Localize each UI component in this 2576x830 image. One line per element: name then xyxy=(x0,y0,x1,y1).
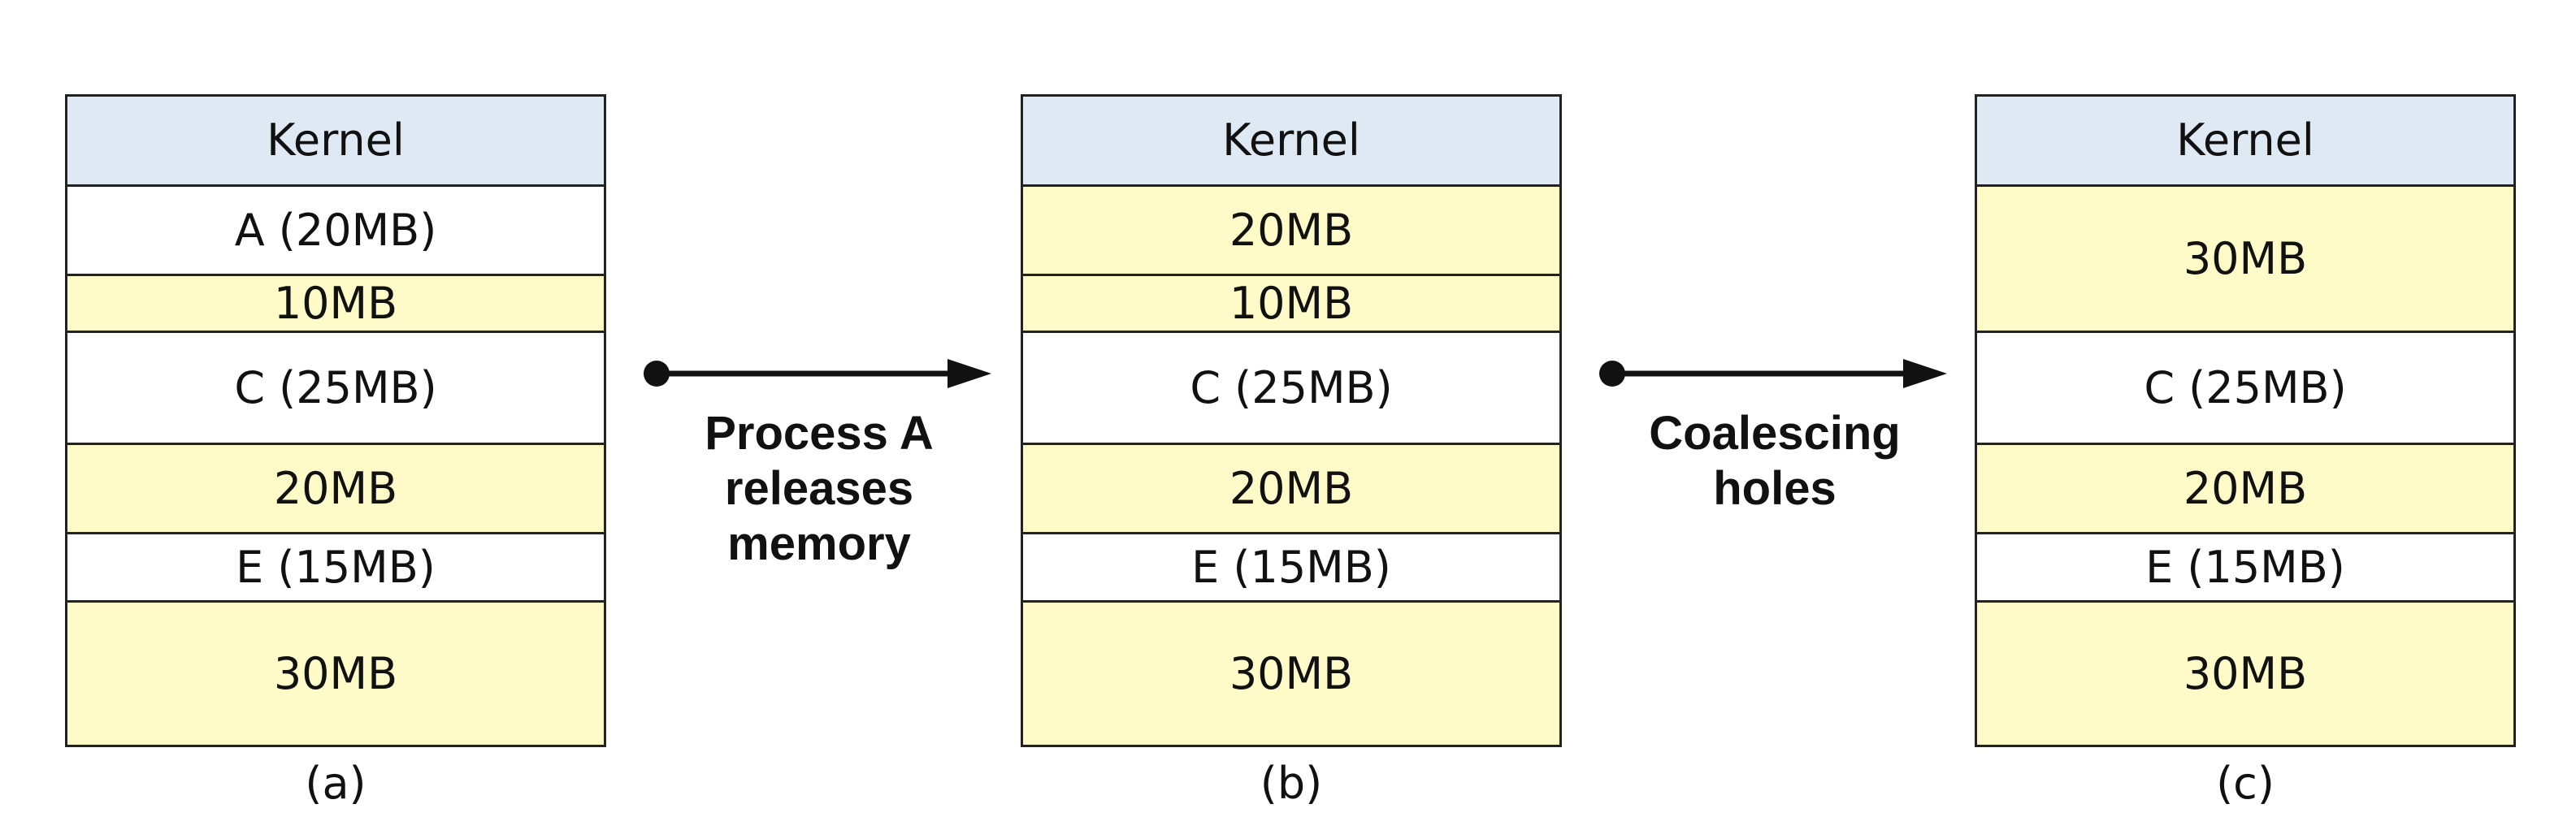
segment-hole: 10MB xyxy=(1023,274,1559,331)
memory-map-b: Kernel 20MB 10MB C (25MB) 20MB E (15MB) … xyxy=(1021,94,1562,747)
segment-process-c: C (25MB) xyxy=(1977,331,2513,443)
transition-coalesce: Coalescing holes xyxy=(1596,357,1954,568)
panel-label-a: (a) xyxy=(305,758,366,809)
transition-caption: Process A releases memory xyxy=(705,407,934,570)
segment-kernel: Kernel xyxy=(67,97,604,184)
segment-hole: 30MB xyxy=(1977,600,2513,745)
transition-release: Process A releases memory xyxy=(640,357,998,570)
segment-hole: 10MB xyxy=(67,274,604,331)
segment-hole: 20MB xyxy=(1023,184,1559,274)
segment-process-e: E (15MB) xyxy=(1977,532,2513,600)
segment-process-e: E (15MB) xyxy=(1023,532,1559,600)
segment-process-e: E (15MB) xyxy=(67,532,604,600)
segment-hole: 20MB xyxy=(1023,443,1559,532)
memory-map-c: Kernel 30MB C (25MB) 20MB E (15MB) 30MB xyxy=(1975,94,2516,747)
panel-label-c: (c) xyxy=(2216,758,2275,809)
segment-hole: 30MB xyxy=(1977,184,2513,331)
right-arrow-icon xyxy=(644,359,991,388)
segment-hole: 20MB xyxy=(67,443,604,532)
segment-kernel: Kernel xyxy=(1023,97,1559,184)
panel-label-b: (b) xyxy=(1260,758,1323,809)
segment-process-a: A (20MB) xyxy=(67,184,604,274)
segment-kernel: Kernel xyxy=(1977,97,2513,184)
segment-process-c: C (25MB) xyxy=(67,331,604,443)
segment-hole: 30MB xyxy=(67,600,604,745)
segment-hole: 30MB xyxy=(1023,600,1559,745)
memory-map-a: Kernel A (20MB) 10MB C (25MB) 20MB E (15… xyxy=(65,94,606,747)
segment-process-c: C (25MB) xyxy=(1023,331,1559,443)
segment-hole: 20MB xyxy=(1977,443,2513,532)
right-arrow-icon xyxy=(1599,359,1947,388)
transition-caption: Coalescing holes xyxy=(1649,407,1901,515)
